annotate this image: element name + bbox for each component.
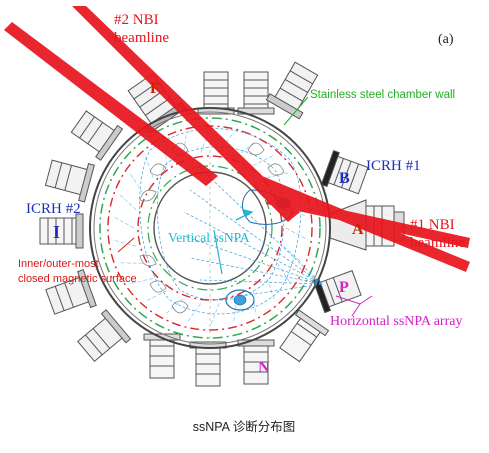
field-line	[144, 154, 154, 178]
port-F-label: F	[150, 80, 160, 97]
nbi1-label-line2: beamline	[410, 235, 465, 251]
field-line	[277, 263, 291, 284]
chamber-wall-label: Stainless steel chamber wall	[310, 89, 455, 101]
coil-loops	[139, 142, 285, 314]
figure-caption: ssNPA 诊断分布图	[193, 419, 296, 434]
inner-closed-surface	[137, 155, 283, 301]
port-A-label: A	[352, 221, 364, 238]
port-N-label: N	[258, 359, 270, 376]
port-upper-left	[70, 110, 124, 161]
field-line	[129, 278, 154, 284]
port-B-flange	[320, 150, 369, 195]
closed-surface-label-line1: Inner/outer-most	[18, 258, 99, 270]
field-line	[266, 278, 276, 302]
horizontal-ssnpa-label: Horizontal ssNPA array	[330, 314, 462, 329]
field-line	[118, 262, 143, 264]
diagram-text: (a) #2 NBI beamline Stainless steel cham…	[18, 12, 465, 434]
port-bottom-2	[189, 341, 227, 387]
port-left-upper	[44, 159, 95, 203]
nbi-beams	[4, 6, 470, 272]
nbi1-label-line1: #1 NBI	[410, 217, 455, 233]
field-line	[164, 298, 184, 316]
port-top-1	[197, 71, 235, 115]
closed-surface-label-line2: closed magnetic surface	[18, 273, 137, 285]
port-I-label: I	[53, 222, 60, 242]
port-P-label: P	[339, 279, 349, 296]
port-I-flange	[39, 213, 84, 249]
horizontal-ssnpa-sightlines	[183, 167, 323, 301]
field-line	[233, 299, 238, 324]
field-line	[144, 290, 167, 302]
field-line	[182, 132, 187, 157]
leader-lines	[283, 96, 373, 317]
nbi1-beam-b	[266, 194, 470, 248]
field-line	[112, 216, 135, 229]
vertical-ssnpa-sightline	[213, 209, 254, 275]
nbi2-beam-b	[4, 22, 218, 186]
field-line	[118, 193, 137, 211]
field-line	[252, 290, 256, 315]
field-line	[236, 140, 256, 158]
field-line	[285, 227, 308, 240]
icrh2-label: ICRH #2	[26, 201, 81, 217]
port-N-flange	[237, 339, 275, 385]
port-B-label: B	[339, 170, 350, 187]
vertical-ssnpa-label: Vertical ssNPA	[168, 230, 250, 245]
field-line	[283, 245, 302, 263]
nbi2-label-line1: #2 NBI	[114, 12, 159, 28]
panel-label: (a)	[438, 32, 454, 47]
port-bottom-right	[279, 309, 330, 363]
chamber-wall-circle	[99, 117, 321, 339]
field-line	[129, 172, 143, 193]
port-lower-left-1	[45, 269, 97, 315]
field-line	[209, 303, 220, 327]
port-bottom-1	[143, 333, 181, 379]
field-line	[112, 239, 137, 247]
nbi2-label-line2: beamline	[114, 30, 169, 46]
port-lower-left-2	[77, 309, 132, 362]
port-top-2	[237, 71, 275, 115]
nbi2-beam-a	[72, 6, 300, 222]
port-top-right	[265, 61, 319, 120]
icrh1-label: ICRH #1	[366, 158, 421, 174]
field-line	[253, 154, 276, 166]
closed-surface-pointer	[117, 237, 135, 253]
port-P-flange	[312, 270, 362, 314]
field-line	[186, 303, 202, 324]
